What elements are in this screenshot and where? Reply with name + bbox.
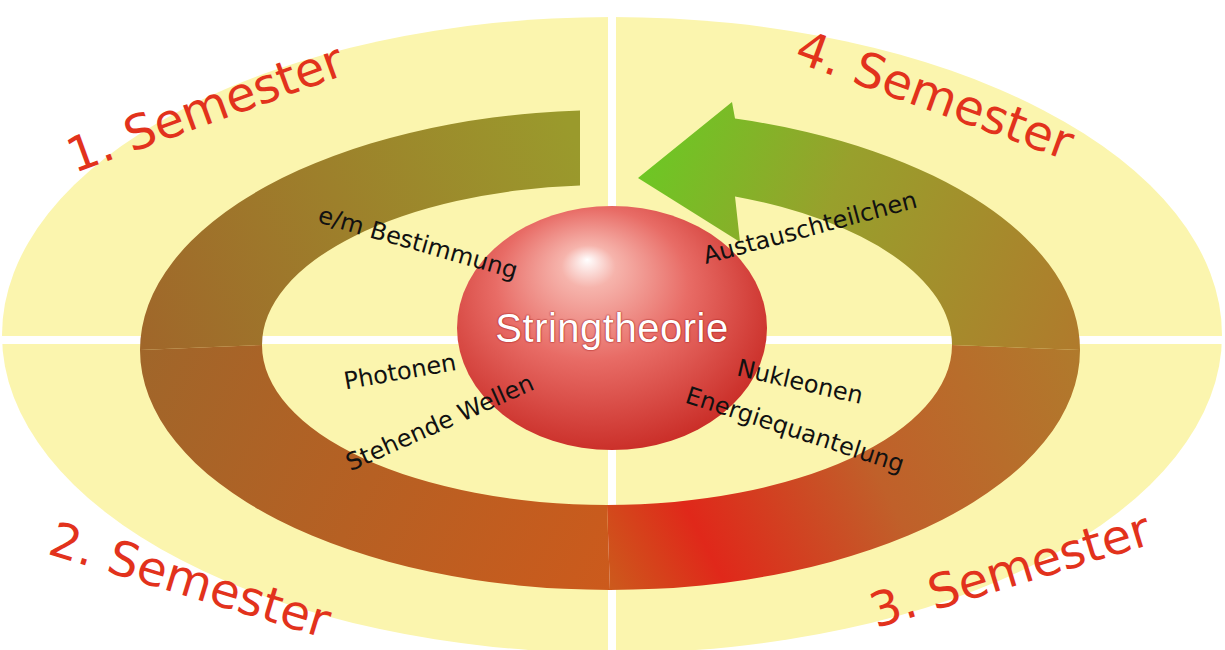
topic-label: Photonen [342, 349, 459, 395]
topic-label: e/m Bestimmung [315, 202, 520, 284]
semester-label: 1. Semester [60, 34, 351, 183]
topic-label: Austauschteilchen [700, 187, 920, 270]
topic-label: Energiequantelung [682, 382, 907, 478]
semester-label: 3. Semester [863, 502, 1156, 637]
topic-label: Nukleonen [734, 355, 865, 410]
semester-label: 2. Semester [43, 512, 336, 647]
node-title: Stringtheorie [495, 306, 728, 351]
semester-label: 4. Semester [790, 21, 1081, 170]
